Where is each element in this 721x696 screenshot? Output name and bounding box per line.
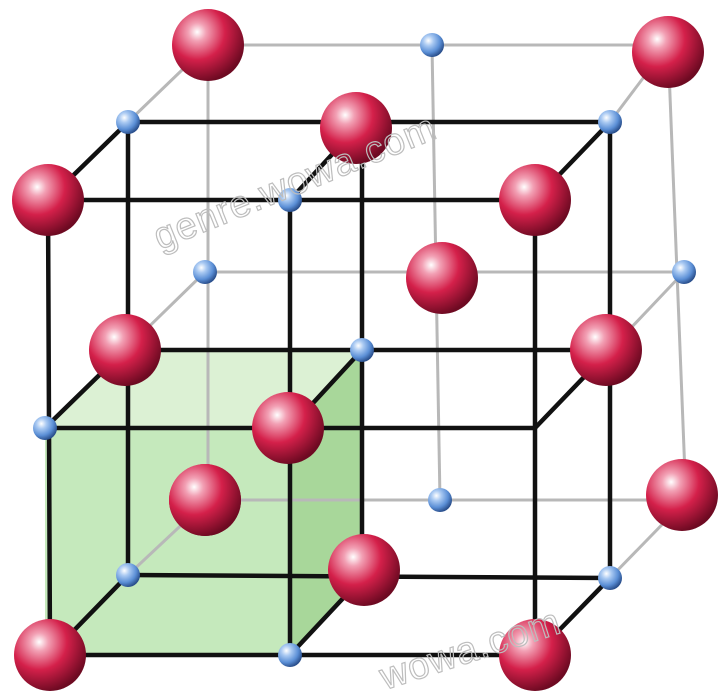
- large-atom-inside-subcell: [169, 464, 241, 536]
- large-atom: [499, 164, 571, 236]
- large-atom: [172, 9, 244, 81]
- small-atom: [193, 260, 217, 284]
- large-atom: [570, 314, 642, 386]
- small-atom: [278, 643, 302, 667]
- small-atom: [116, 110, 140, 134]
- large-atom: [89, 314, 161, 386]
- small-atom: [33, 416, 57, 440]
- large-atom: [328, 534, 400, 606]
- small-atom: [428, 488, 452, 512]
- large-atom: [632, 16, 704, 88]
- large-atom: [12, 164, 84, 236]
- watermark-top: genre.wowa.com: [148, 107, 443, 259]
- small-atom: [420, 33, 444, 57]
- large-atom: [252, 392, 324, 464]
- small-atom: [116, 563, 140, 587]
- large-atom: [646, 459, 718, 531]
- small-atom: [672, 260, 696, 284]
- small-atom: [598, 110, 622, 134]
- small-atom: [350, 338, 374, 362]
- small-atom: [598, 566, 622, 590]
- large-atom: [406, 242, 478, 314]
- large-atom: [14, 619, 86, 691]
